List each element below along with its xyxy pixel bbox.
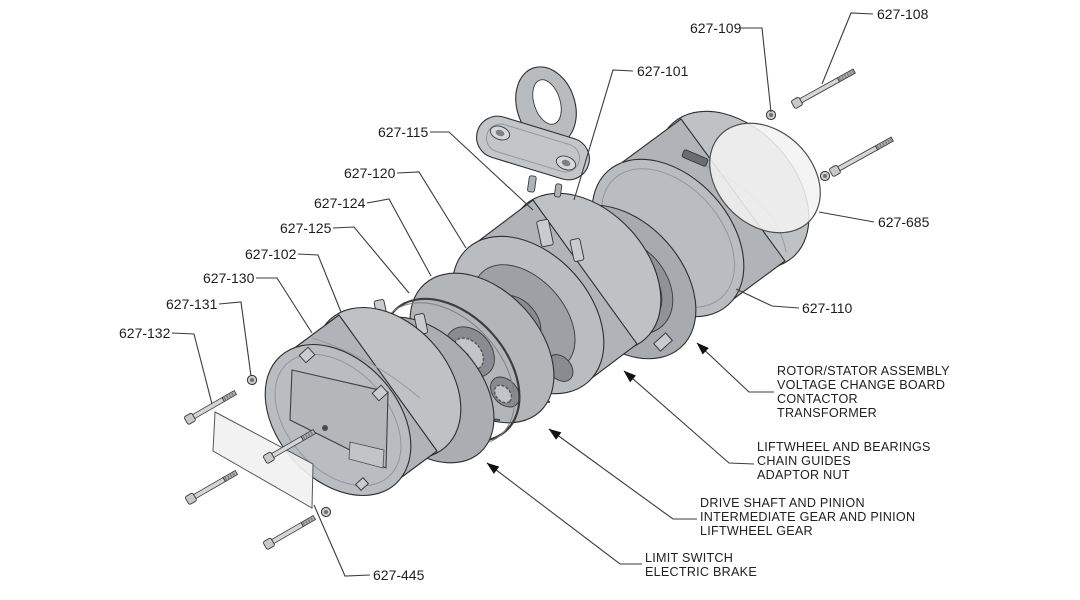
cover-screw [322,425,328,431]
cover-slot [681,149,709,167]
callout-line: LIFTWHEEL AND BEARINGS [757,440,931,454]
part-label-627-110: 627-110 [802,300,853,316]
leader-line-627-110 [735,288,800,309]
callout-line: ADAPTOR NUT [757,468,850,482]
leader-line-627-125 [332,226,410,294]
limit-switch-block [569,238,585,262]
leader-line-627-132 [171,332,213,405]
part-label-627-109: 627-109 [690,20,742,36]
leader-line-627-445 [313,504,371,577]
suspension-hook-assembly [476,66,590,198]
part-label-627-685: 627-685 [878,214,930,230]
leader-line-627-109 [739,27,772,113]
cover-recess [289,369,389,469]
callout-line: VOLTAGE CHANGE BOARD [777,378,946,392]
callout-leader-limit-switch [486,462,642,565]
part-label-627-101: 627-101 [637,63,689,79]
part-label-627-130: 627-130 [203,270,255,286]
part-label-627-125: 627-125 [280,220,332,236]
leader-line-627-102 [297,253,342,313]
nameplate [348,441,385,469]
part-label-627-115: 627-115 [378,124,429,140]
part-label-627-102: 627-102 [245,246,297,262]
callout-line: ELECTRIC BRAKE [645,565,757,579]
callout-line: TRANSFORMER [777,406,878,420]
leader-line-627-685 [818,211,875,223]
leader-line-627-115 [430,131,534,211]
part-label-627-445: 627-445 [373,567,425,583]
limit-switch-block [536,218,554,248]
leader-line-627-108 [821,12,874,85]
callout-line: DRIVE SHAFT AND PINION [700,496,865,510]
callout-line: INTERMEDIATE GEAR AND PINION [700,510,916,524]
callout-leader-rotor-stator [696,342,774,393]
part-label-627-108: 627-108 [877,6,929,22]
part-label-627-124: 627-124 [314,195,366,211]
leader-line-627-130 [256,277,313,334]
callout-leader-liftwheel [623,370,755,465]
callout-line: LIFTWHEEL GEAR [700,524,813,538]
part-label-627-131: 627-131 [166,296,218,312]
leader-line-627-131 [218,301,252,377]
leader-line-627-120 [396,171,467,249]
part-label-627-120: 627-120 [344,165,396,181]
callout-line: CHAIN GUIDES [757,454,851,468]
cover-plate-445 [212,411,314,509]
leader-line-627-101 [573,69,634,201]
translucent-cover-685 [709,122,821,234]
callout-leader-drive-shaft [548,428,697,520]
part-label-627-132: 627-132 [119,325,171,341]
callout-line: ROTOR/STATOR ASSEMBLY [777,364,950,378]
leader-line-627-124 [366,198,432,277]
callout-line: LIMIT SWITCH [645,551,734,565]
callout-line: CONTACTOR [777,392,858,406]
gear [493,384,513,404]
